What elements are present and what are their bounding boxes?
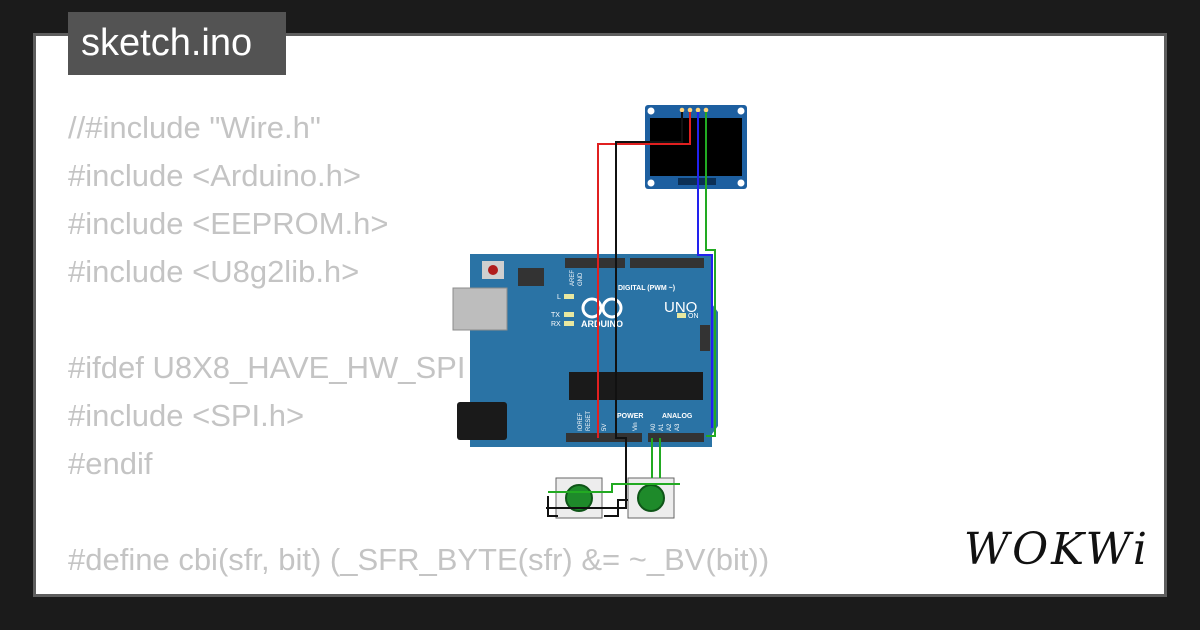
pushbutton-left[interactable]	[555, 477, 603, 519]
rx-led	[564, 321, 574, 326]
digital-header-low	[630, 258, 704, 268]
code-line: #ifdef U8X8_HAVE_HW_SPI	[68, 350, 466, 385]
l-led	[564, 294, 574, 299]
code-line: #endif	[68, 446, 153, 481]
wire-scl[interactable]	[697, 112, 713, 428]
a3-label: A3	[675, 423, 681, 431]
code-line: #include <U8g2lib.h>	[68, 254, 360, 289]
ioref-label: IOREF	[578, 412, 584, 431]
arduino-uno-board[interactable]: AREF GND DIGITAL (PWM ~) L TX RX UNO ARD…	[452, 254, 718, 447]
on-led	[677, 313, 686, 318]
wire-button-gnd[interactable]	[547, 496, 558, 517]
code-preview: //#include "Wire.h" #include <Arduino.h>…	[68, 104, 769, 594]
reset-button-cap	[488, 265, 498, 275]
file-name-tab[interactable]: sketch.ino	[68, 12, 286, 75]
digital-label: DIGITAL (PWM ~)	[618, 285, 675, 292]
arduino-infinity-icon	[581, 297, 623, 319]
a0-label: A0	[651, 423, 657, 431]
oled-mount-hole	[737, 179, 745, 187]
5v-label: 5V	[602, 424, 608, 431]
pushbutton-cap[interactable]	[637, 484, 665, 512]
wire-vcc[interactable]	[597, 112, 691, 438]
power-label: POWER	[617, 413, 643, 420]
icsp-header	[518, 268, 544, 286]
oled-pin[interactable]	[695, 107, 701, 113]
arduino-label: ARDUINO	[581, 319, 623, 329]
tx-led	[564, 312, 574, 317]
oled-mount-hole	[737, 107, 745, 115]
usb-port	[452, 287, 508, 331]
atmega-chip	[569, 372, 703, 400]
power-jack	[457, 402, 507, 440]
oled-display[interactable]	[645, 105, 747, 189]
digital-header-high	[565, 258, 625, 268]
a2-label: A2	[667, 423, 673, 431]
code-line: #define sbi(sfr, bit) (_SFR_BYTE(sfr) |=…	[68, 584, 769, 594]
tx-led-label: TX	[551, 312, 560, 319]
reset-label: RESET	[586, 411, 592, 431]
vin-label: Vin	[633, 422, 639, 431]
uno-label: UNO	[664, 299, 697, 316]
wire-button-link[interactable]	[548, 483, 680, 493]
code-line: #define cbi(sfr, bit) (_SFR_BYTE(sfr) &=…	[68, 542, 770, 577]
analog-header	[648, 433, 704, 442]
oled-pin[interactable]	[679, 107, 685, 113]
oled-pin[interactable]	[687, 107, 693, 113]
power-header	[566, 433, 642, 442]
code-line: #include <Arduino.h>	[68, 158, 362, 193]
code-line: #include <SPI.h>	[68, 398, 305, 433]
oled-pin[interactable]	[703, 107, 709, 113]
code-line: #include <EEPROM.h>	[68, 206, 389, 241]
code-line: //#include "Wire.h"	[68, 110, 321, 145]
oled-mount-hole	[647, 179, 655, 187]
oled-mount-hole	[647, 107, 655, 115]
aref-label: AREF	[570, 270, 576, 286]
rx-led-label: RX	[551, 321, 561, 328]
icsp-header-right	[700, 325, 710, 351]
l-led-label: L	[557, 294, 561, 301]
oled-screen	[650, 118, 742, 176]
gnd-label: GND	[578, 272, 584, 286]
file-name-label: sketch.ino	[81, 22, 253, 64]
wire-sda[interactable]	[705, 112, 716, 437]
on-led-label: ON	[688, 313, 699, 320]
wire-button-gnd-link[interactable]	[604, 499, 628, 517]
wokwi-logo: WOKWi	[963, 524, 1150, 575]
analog-label: ANALOG	[662, 413, 693, 420]
wire-gnd[interactable]	[546, 112, 683, 509]
a1-label: A1	[659, 423, 665, 431]
